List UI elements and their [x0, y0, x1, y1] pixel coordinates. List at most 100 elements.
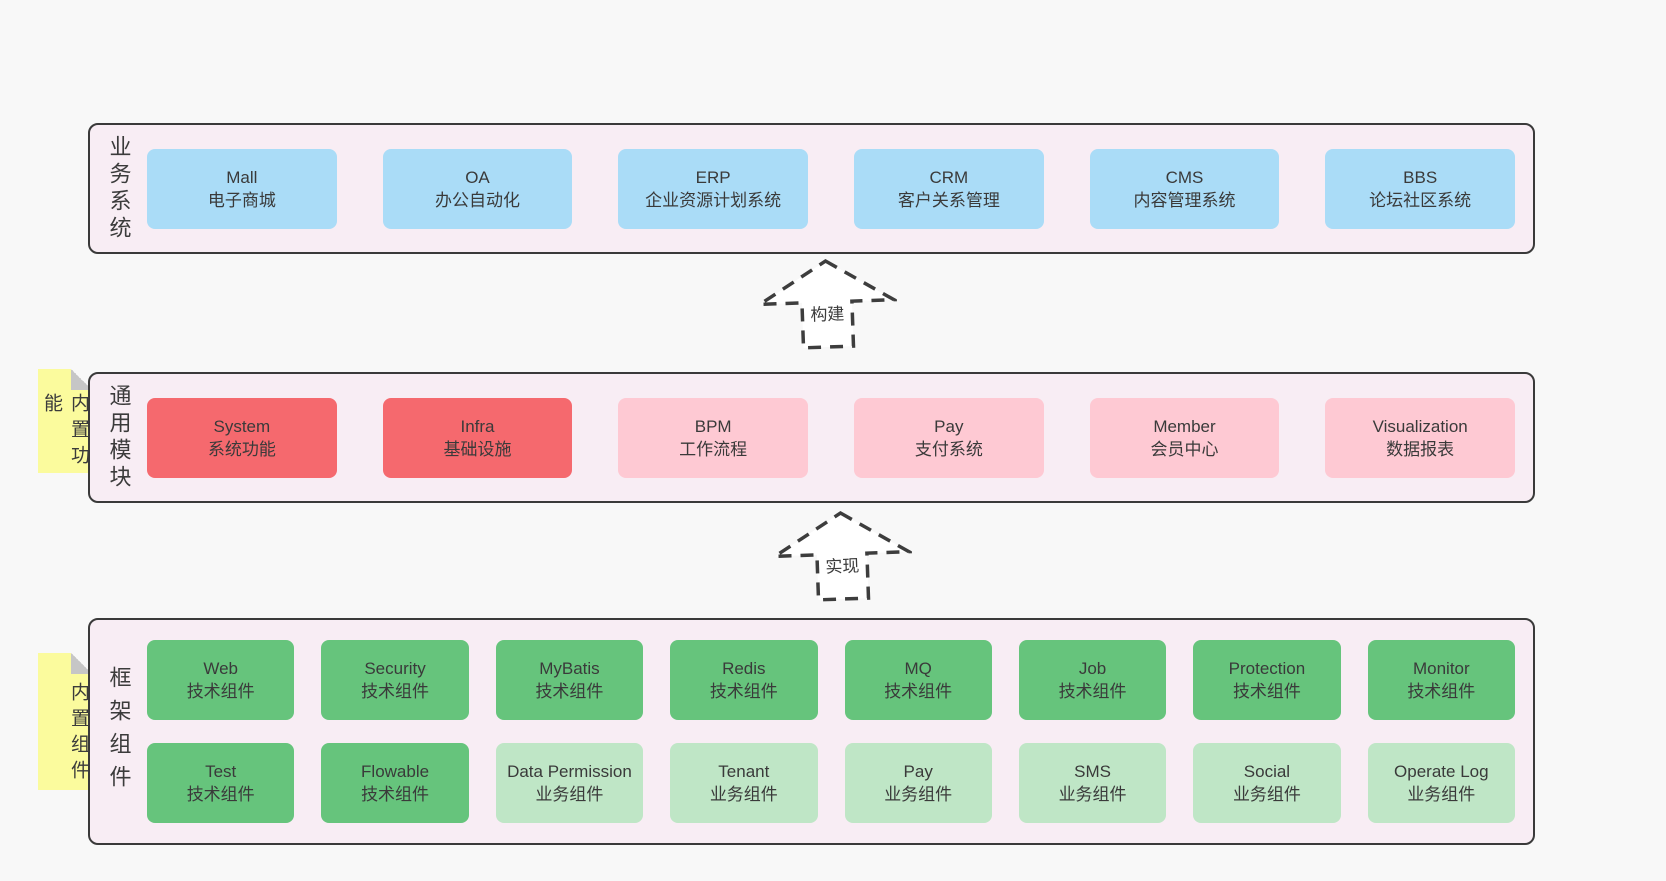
box-mq-name: MQ	[904, 659, 932, 678]
builtin-features-note-text: 内置功能	[41, 393, 89, 471]
box-tenant-desc: 业务组件	[709, 785, 778, 804]
box-pay-desc: 支付系统	[914, 439, 983, 459]
box-bpm: BPM 工作流程	[618, 397, 808, 478]
box-data-permission-name: Data Permission	[507, 762, 632, 781]
box-bpm-name: BPM	[694, 416, 732, 436]
box-pay: Pay 支付系统	[854, 397, 1044, 478]
components-layer-label: 框架组件	[106, 665, 132, 798]
note-fold-corner-icon	[71, 369, 92, 390]
box-crm-desc: 客户关系管理	[897, 190, 1000, 210]
business-boxes-row: Mall 电子商城 OA 办公自动化 ERP 企业资源计划系统 CRM 客户关系…	[147, 125, 1533, 252]
box-bbs-desc: 论坛社区系统	[1369, 190, 1472, 210]
box-operate-log-name: Operate Log	[1394, 762, 1489, 781]
box-job: Job 技术组件	[1018, 640, 1167, 720]
box-erp-desc: 企业资源计划系统	[645, 190, 782, 210]
box-pay-biz: Pay 业务组件	[844, 743, 992, 823]
builtin-components-note: 内置组件	[38, 653, 92, 790]
box-bbs-name: BBS	[1403, 167, 1438, 187]
box-oa-desc: 办公自动化	[434, 190, 520, 210]
box-redis-desc: 技术组件	[709, 682, 778, 701]
box-mybatis-name: MyBatis	[539, 659, 600, 678]
box-cms-name: CMS	[1165, 167, 1204, 187]
box-mall-name: Mall	[226, 167, 258, 187]
box-system-name: System	[213, 416, 271, 436]
box-cms: CMS 内容管理系统	[1089, 148, 1280, 229]
box-monitor-desc: 技术组件	[1407, 682, 1476, 701]
box-visualization-desc: 数据报表	[1386, 439, 1455, 459]
components-boxes-grid: Web 技术组件 Security 技术组件 MyBatis 技术组件 Redi…	[147, 620, 1533, 843]
box-sms: SMS 业务组件	[1018, 743, 1167, 823]
implement-arrow: 实现	[770, 508, 914, 605]
box-visualization: Visualization 数据报表	[1325, 397, 1515, 478]
box-social-name: Social	[1243, 762, 1291, 781]
box-data-permission-desc: 业务组件	[535, 785, 604, 804]
box-protection: Protection 技术组件	[1193, 640, 1341, 720]
box-pay-name: Pay	[934, 416, 964, 436]
box-security-desc: 技术组件	[361, 682, 430, 701]
box-protection-name: Protection	[1228, 659, 1306, 678]
box-mq-desc: 技术组件	[884, 682, 953, 701]
box-social-desc: 业务组件	[1232, 785, 1301, 804]
box-system: System 系统功能	[147, 397, 337, 478]
box-monitor: Monitor 技术组件	[1367, 640, 1515, 720]
box-cms-desc: 内容管理系统	[1133, 190, 1236, 210]
box-job-desc: 技术组件	[1058, 682, 1127, 701]
box-data-permission: Data Permission 业务组件	[495, 743, 644, 823]
box-mybatis: MyBatis 技术组件	[495, 640, 644, 720]
modules-layer-label: 通用模块	[106, 383, 132, 492]
box-infra: Infra 基础设施	[382, 397, 573, 478]
framework-components-layer: 框架组件 Web 技术组件 Security 技术组件 MyBatis 技术组件…	[88, 618, 1535, 845]
box-flowable-name: Flowable	[361, 762, 430, 781]
box-crm: CRM 客户关系管理	[854, 148, 1044, 229]
box-crm-name: CRM	[929, 167, 969, 187]
box-bbs: BBS 论坛社区系统	[1325, 148, 1515, 229]
box-infra-desc: 基础设施	[443, 439, 512, 459]
box-bpm-desc: 工作流程	[679, 439, 748, 459]
business-layer-label: 业务系统	[106, 134, 132, 243]
box-mall-desc: 电子商城	[207, 190, 276, 210]
note-fold-corner-icon	[71, 653, 92, 674]
build-arrow-label: 构建	[806, 299, 848, 326]
common-modules-layer: 通用模块 System 系统功能 Infra 基础设施 BPM 工作流程 Pay…	[88, 372, 1535, 503]
box-job-name: Job	[1078, 659, 1107, 678]
box-sms-desc: 业务组件	[1058, 785, 1127, 804]
box-mq: MQ 技术组件	[844, 640, 992, 720]
box-operate-log: Operate Log 业务组件	[1367, 743, 1515, 823]
box-web: Web 技术组件	[147, 640, 295, 720]
business-systems-layer: 业务系统 Mall 电子商城 OA 办公自动化 ERP 企业资源计划系统 CRM…	[88, 123, 1535, 254]
box-member-name: Member	[1153, 416, 1216, 436]
box-oa-name: OA	[465, 167, 490, 187]
box-protection-desc: 技术组件	[1232, 682, 1301, 701]
box-member: Member 会员中心	[1089, 397, 1280, 478]
box-web-desc: 技术组件	[186, 682, 255, 701]
box-infra-name: Infra	[460, 416, 495, 436]
builtin-components-note-text: 内置组件	[68, 681, 89, 786]
box-oa: OA 办公自动化	[382, 148, 573, 229]
box-security-name: Security	[364, 659, 426, 678]
box-erp: ERP 企业资源计划系统	[618, 148, 808, 229]
box-monitor-name: Monitor	[1412, 659, 1470, 678]
box-system-desc: 系统功能	[207, 439, 276, 459]
box-mybatis-desc: 技术组件	[535, 682, 604, 701]
box-erp-name: ERP	[695, 167, 731, 187]
box-test-desc: 技术组件	[186, 785, 255, 804]
box-web-name: Web	[203, 659, 239, 678]
modules-boxes-row: System 系统功能 Infra 基础设施 BPM 工作流程 Pay 支付系统…	[147, 374, 1533, 501]
box-sms-name: SMS	[1074, 762, 1111, 781]
box-flowable-desc: 技术组件	[361, 785, 430, 804]
box-pay-biz-name: Pay	[903, 762, 933, 781]
builtin-features-note: 内置功能	[38, 369, 92, 473]
box-member-desc: 会员中心	[1150, 439, 1219, 459]
box-tenant-name: Tenant	[718, 762, 770, 781]
box-test-name: Test	[205, 762, 237, 781]
box-redis: Redis 技术组件	[670, 640, 818, 720]
box-test: Test 技术组件	[147, 743, 295, 823]
box-tenant: Tenant 业务组件	[670, 743, 818, 823]
box-visualization-name: Visualization	[1372, 416, 1468, 436]
box-operate-log-desc: 业务组件	[1407, 785, 1476, 804]
box-pay-biz-desc: 业务组件	[884, 785, 953, 804]
build-arrow: 构建	[755, 256, 899, 353]
box-flowable: Flowable 技术组件	[321, 743, 469, 823]
implement-arrow-label: 实现	[821, 551, 863, 578]
box-social: Social 业务组件	[1193, 743, 1341, 823]
